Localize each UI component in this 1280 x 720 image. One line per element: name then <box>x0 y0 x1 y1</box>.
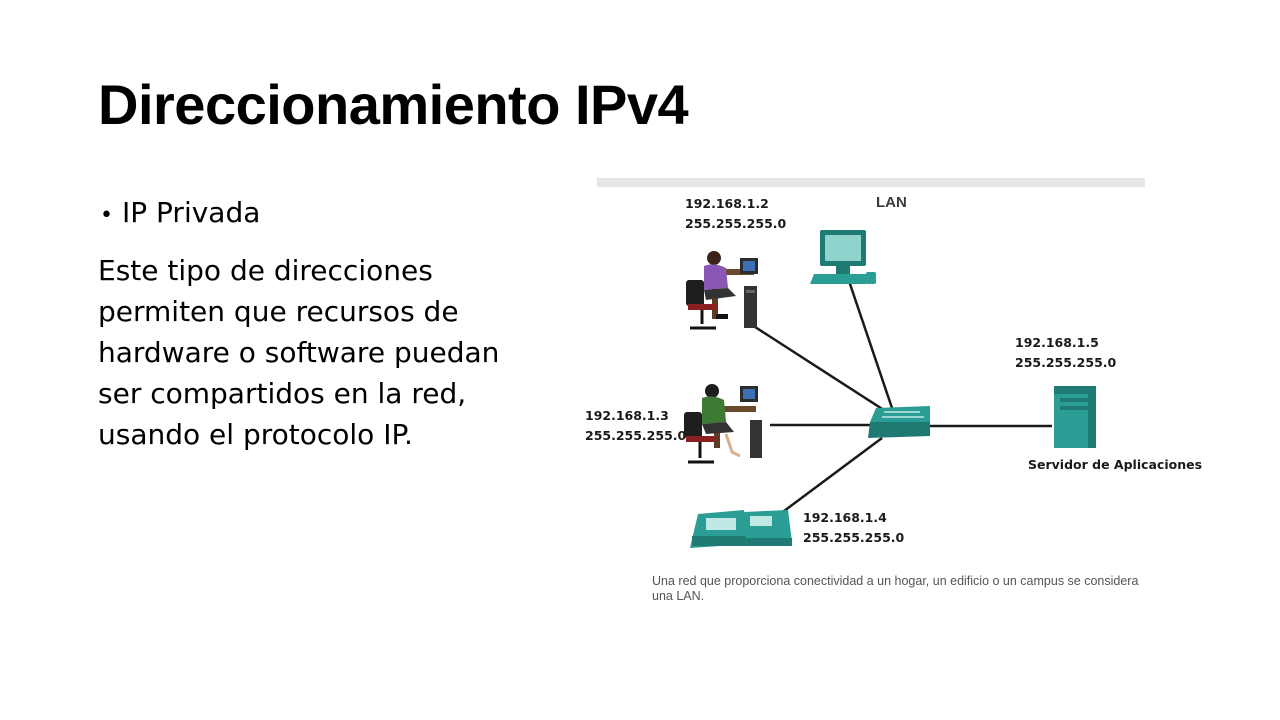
host-mask: 255.255.255.0 <box>1015 355 1117 370</box>
host-label-4: 192.168.1.5 255.255.255.0 <box>1015 333 1116 373</box>
link-pc1-switch <box>751 323 891 416</box>
host-mask: 255.255.255.0 <box>803 530 905 545</box>
ip-phone-icon <box>690 510 792 548</box>
host-label-1: 192.168.1.2 255.255.255.0 <box>685 194 786 234</box>
host-label-2: 192.168.1.3 255.255.255.0 <box>585 406 686 446</box>
slide-title: Direccionamiento IPv4 <box>98 73 689 136</box>
server-label: Servidor de Aplicaciones <box>1028 457 1203 472</box>
server-icon <box>1054 386 1096 448</box>
switch-icon <box>868 406 930 438</box>
bullet-item: • IP Privada <box>100 196 260 229</box>
lan-diagram-graphic <box>597 178 1145 548</box>
host-ip: 192.168.1.3 <box>585 408 669 423</box>
monitor-icon <box>810 230 876 284</box>
bullet-label: IP Privada <box>122 196 261 229</box>
link-switch-phone <box>775 436 883 519</box>
host-mask: 255.255.255.0 <box>585 428 687 443</box>
lan-diagram: LAN 192.168.1.2 255.255.255.0 192.168.1.… <box>585 176 1202 616</box>
bullet-dot: • <box>100 203 113 228</box>
network-links <box>751 280 1052 519</box>
lan-title: LAN <box>876 194 907 211</box>
workstation-1-icon <box>686 251 758 330</box>
host-ip: 192.168.1.2 <box>685 196 769 211</box>
host-mask: 255.255.255.0 <box>685 216 787 231</box>
host-label-3: 192.168.1.4 255.255.255.0 <box>803 508 904 548</box>
workstation-2-icon <box>684 384 762 464</box>
diagram-header-bar <box>597 178 1145 187</box>
diagram-caption: Una red que proporciona conectividad a u… <box>652 574 1139 603</box>
host-ip: 192.168.1.5 <box>1015 335 1099 350</box>
host-ip: 192.168.1.4 <box>803 510 887 525</box>
link-monitor-switch <box>847 280 894 409</box>
body-paragraph: Este tipo de direcciones permiten que re… <box>98 254 500 451</box>
